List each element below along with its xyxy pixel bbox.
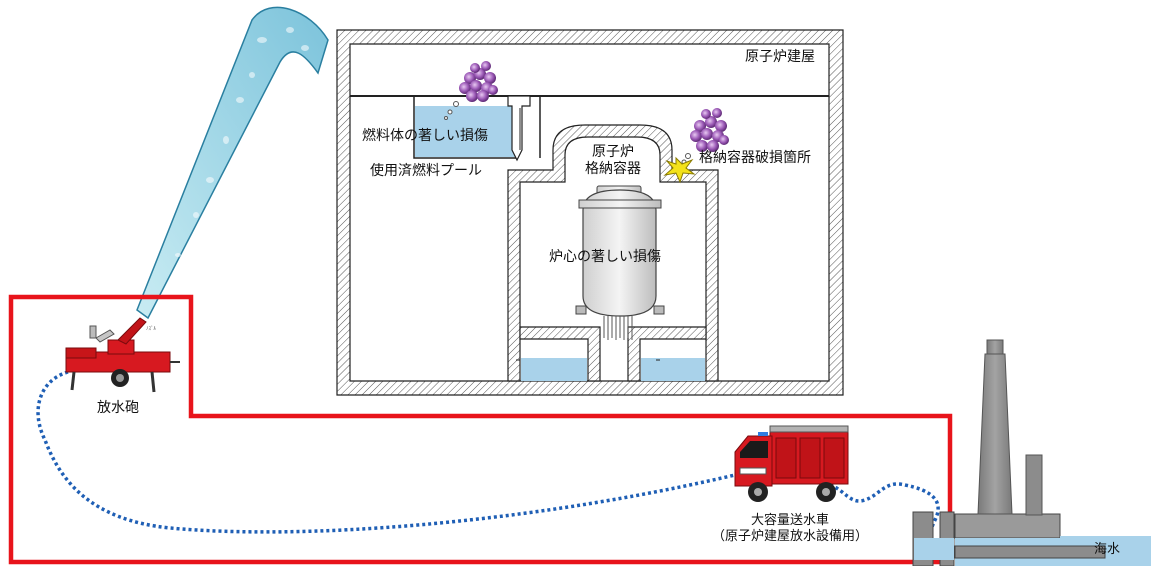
core-damage-label: 炉心の著しい損傷	[549, 249, 661, 265]
svg-text:ﾉｽﾞﾙ: ﾉｽﾞﾙ	[146, 325, 157, 332]
seawater-label: 海水	[1094, 542, 1121, 557]
reactor-building-label: 原子炉建屋	[745, 49, 815, 65]
water-cannon-icon: ﾉｽﾞﾙ	[65, 317, 180, 393]
reactor-containment-label: 原子炉 格納容器	[582, 144, 644, 178]
reactor-label-line1: 原子炉	[592, 144, 634, 160]
pump-truck-label-line2: （原子炉建屋放水設備用）	[711, 528, 868, 544]
water-spray	[136, 6, 329, 320]
exhaust-stack-icon	[977, 339, 1043, 516]
water-cannon-label: 放水砲	[97, 400, 139, 416]
reactor-building	[336, 29, 844, 396]
reactor-pressure-vessel	[575, 185, 665, 340]
pump-truck-label: 大容量送水車 （原子炉建屋放水設備用）	[700, 513, 880, 544]
reactor-label-line2: 格納容器	[585, 160, 641, 177]
water-hose	[36, 370, 736, 534]
seawall	[912, 511, 1151, 567]
boundary-outline	[8, 294, 953, 565]
containment-breach-label: 格納容器破損箇所	[699, 150, 811, 166]
containment-vessel	[507, 124, 719, 382]
pump-truck-icon	[734, 425, 849, 502]
radioactive-cloud-pool	[444, 61, 498, 120]
pump-truck-label-line1: 大容量送水車	[750, 513, 829, 528]
spent-fuel-pool-label: 使用済燃料プール	[370, 163, 482, 179]
fuel-damage-label: 燃料体の著しい損傷	[362, 128, 488, 144]
breach-star-icon	[663, 156, 696, 184]
radioactive-cloud-containment	[681, 108, 729, 165]
